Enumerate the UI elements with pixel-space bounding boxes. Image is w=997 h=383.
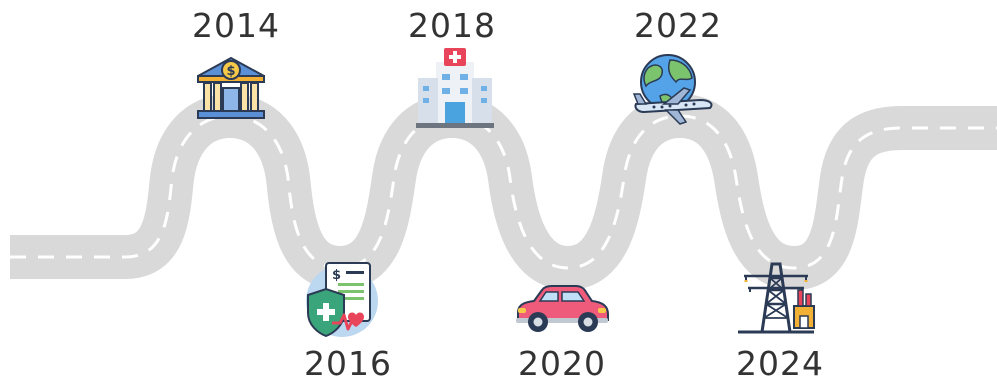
health-insurance-icon: $ xyxy=(306,262,378,338)
power-tower-icon xyxy=(738,262,815,334)
bank-icon: $ xyxy=(197,56,265,119)
car-icon xyxy=(516,285,609,332)
globe-airplane-icon xyxy=(632,54,713,125)
year-label-2018: 2018 xyxy=(408,6,496,45)
year-label-2016: 2016 xyxy=(304,344,392,383)
year-label-2014: 2014 xyxy=(192,6,280,45)
hospital-icon xyxy=(416,48,494,128)
svg-text:$: $ xyxy=(226,64,235,79)
year-label-2020: 2020 xyxy=(518,344,606,383)
road xyxy=(10,94,997,290)
year-label-2024: 2024 xyxy=(736,344,824,383)
lane-markings xyxy=(10,114,997,270)
year-label-2022: 2022 xyxy=(634,6,722,45)
svg-text:$: $ xyxy=(332,268,341,283)
